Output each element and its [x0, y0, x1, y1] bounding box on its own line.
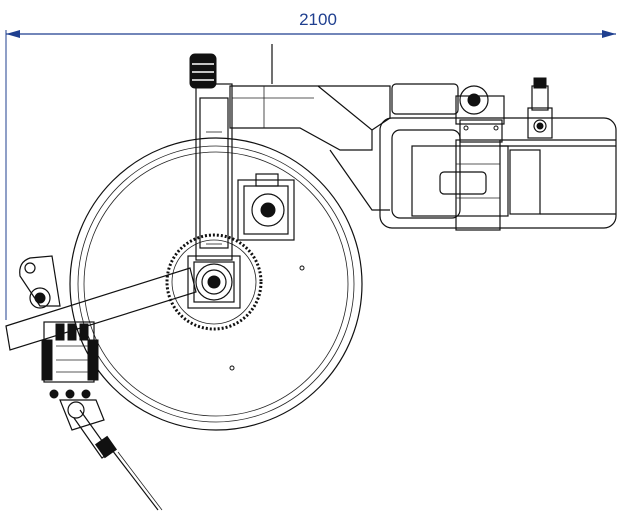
hydraulic-valve [527, 77, 553, 139]
dimension-label: 2100 [299, 10, 337, 29]
gear-motor [237, 173, 295, 241]
valve-block [41, 321, 99, 399]
top-motor-assembly [391, 83, 505, 143]
sprocket-gear [165, 233, 263, 331]
lower-linkage [59, 399, 163, 511]
lever-arm [5, 255, 197, 351]
vertical-arm [189, 44, 273, 261]
hitch-beam [379, 117, 617, 231]
large-wheel [69, 137, 363, 431]
dimension-line: 2100 [5, 10, 616, 320]
hub-bearing [187, 255, 241, 309]
